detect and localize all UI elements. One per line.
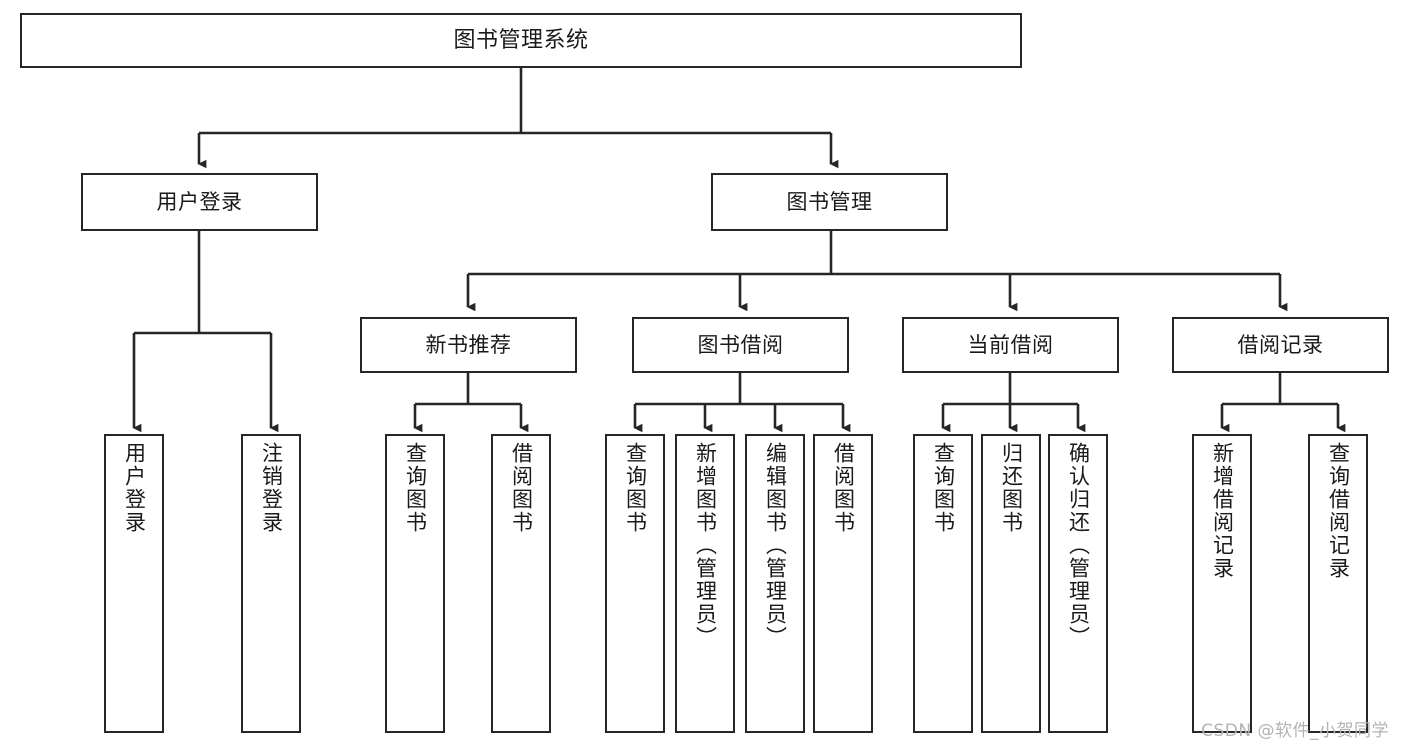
node-label: 查询图书 [623,442,648,534]
node-current-borrow[interactable]: 当前借阅 [902,317,1119,373]
node-label: 新增图书（管理员） [693,442,718,649]
node-label: 借阅图书 [831,442,856,534]
node-leaf-query-book-current[interactable]: 查询图书 [913,434,973,733]
node-leaf-add-book[interactable]: 新增图书（管理员） [675,434,735,733]
node-leaf-borrow-book-recommend[interactable]: 借阅图书 [491,434,551,733]
node-label: 编辑图书（管理员） [763,442,788,649]
node-leaf-borrow-book[interactable]: 借阅图书 [813,434,873,733]
node-label: 借阅图书 [509,442,534,534]
node-label: 查询图书 [931,442,956,534]
node-book-manage[interactable]: 图书管理 [711,173,948,231]
node-label: 借阅记录 [1237,332,1324,357]
node-label: 当前借阅 [967,332,1054,357]
node-label: 图书管理系统 [453,27,589,53]
node-leaf-query-record[interactable]: 查询借阅记录 [1308,434,1368,733]
node-leaf-user-logout[interactable]: 注销登录 [241,434,301,733]
node-label: 确认归还（管理员） [1066,442,1091,649]
node-book-borrow[interactable]: 图书借阅 [632,317,849,373]
csdn-watermark: CSDN @软件_小贺同学 [1201,721,1389,741]
node-label: 图书借阅 [697,332,784,357]
node-label: 查询借阅记录 [1326,442,1351,580]
node-new-book-recommend[interactable]: 新书推荐 [360,317,577,373]
node-leaf-edit-book[interactable]: 编辑图书（管理员） [745,434,805,733]
node-label: 用户登录 [122,442,147,534]
node-leaf-confirm-return[interactable]: 确认归还（管理员） [1048,434,1108,733]
node-label: 新书推荐 [425,332,512,357]
node-label: 查询图书 [403,442,428,534]
node-leaf-user-login[interactable]: 用户登录 [104,434,164,733]
node-leaf-query-book-borrow[interactable]: 查询图书 [605,434,665,733]
node-label: 图书管理 [786,189,873,214]
node-leaf-query-book-recommend[interactable]: 查询图书 [385,434,445,733]
node-leaf-add-record[interactable]: 新增借阅记录 [1192,434,1252,733]
node-leaf-return-book[interactable]: 归还图书 [981,434,1041,733]
node-user-login[interactable]: 用户登录 [81,173,318,231]
node-label: 归还图书 [999,442,1024,534]
node-label: 用户登录 [156,189,243,214]
node-borrow-record[interactable]: 借阅记录 [1172,317,1389,373]
node-label: 新增借阅记录 [1210,442,1235,580]
node-label: 注销登录 [259,442,284,534]
node-root-system[interactable]: 图书管理系统 [20,13,1022,68]
